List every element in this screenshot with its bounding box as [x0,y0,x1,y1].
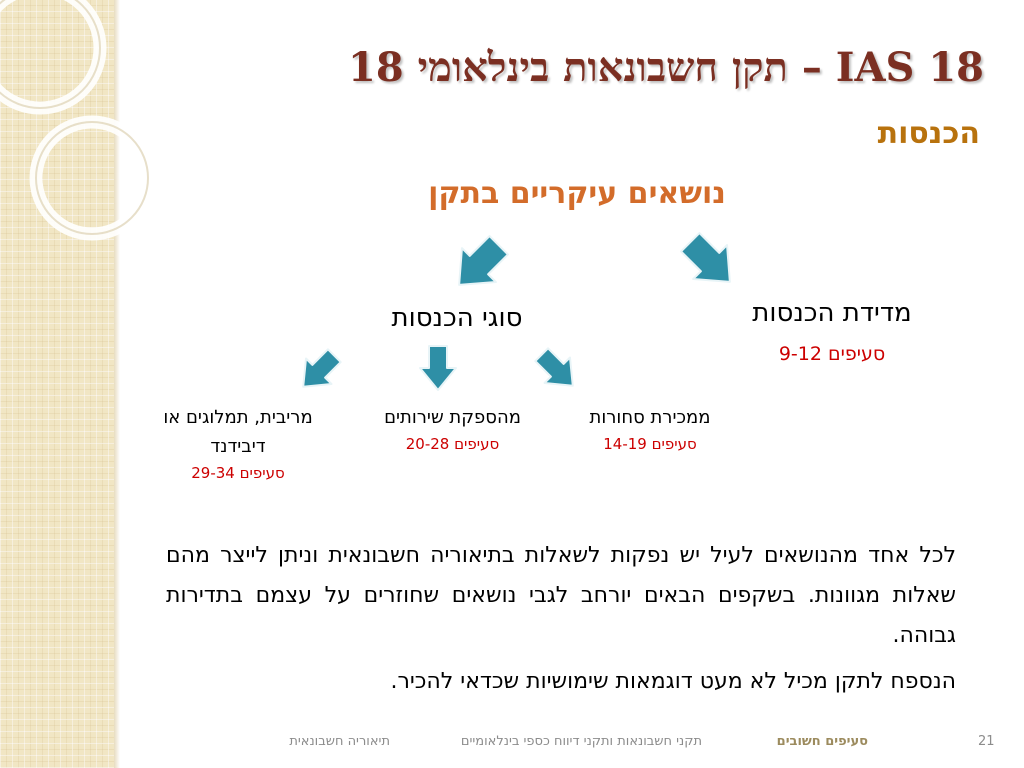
goods-sections: סעיפים 14-19 [603,435,697,453]
services-sections: סעיפים 20-28 [405,435,500,453]
slide-subtitle: הכנסות [877,116,980,151]
goods-label: ממכירת סחורות [589,407,711,428]
body-paragraph-2: הנספח לתקן מכיל לא מעט דוגמאות שימושיות … [390,669,956,694]
body-paragraph-1: לכל אחד מהנושאים לעיל יש נפקות לשאלות בת… [166,543,956,648]
revenue-types-label: סוגי הכנסות [391,303,523,333]
interest-sections: סעיפים 29-34 [191,464,285,482]
interest-label-line1: מריבית, תמלוגים או [163,407,313,428]
page-number: 21 [978,734,995,749]
sidebar-edge [114,0,120,768]
arrow-to-revenue-types [458,235,509,286]
revenue-measurement-label: מדידת הכנסות [752,298,912,328]
body-text: לכל אחד מהנושאים לעיל יש נפקות לשאלות בת… [166,536,956,702]
decorative-rings [0,0,150,241]
revenue-measurement-sections: סעיפים 9-12 [778,343,886,365]
services-label: מהספקת שירותים [384,407,521,428]
interest-label-line2: דיבידנד [210,436,266,457]
arrow-to-goods [534,347,574,387]
main-topics-heading: נושאים עיקריים בתקן [0,176,1024,211]
slide-title: IAS 18 – תקן חשבונאות בינלאומי 18 [348,44,984,91]
footer-section: סעיפים חשובים [776,734,868,749]
main-topics-heading-text: נושאים עיקריים בתקן [428,176,726,211]
footer-course: תקני חשבונאות ותקני דיווח כספי בינלאומיי… [460,734,702,749]
arrow-to-services [419,345,457,391]
footer-topic: תיאוריה חשבונאית [289,734,390,749]
arrow-to-interest [302,348,342,388]
arrow-to-revenue-measurement [680,232,731,283]
